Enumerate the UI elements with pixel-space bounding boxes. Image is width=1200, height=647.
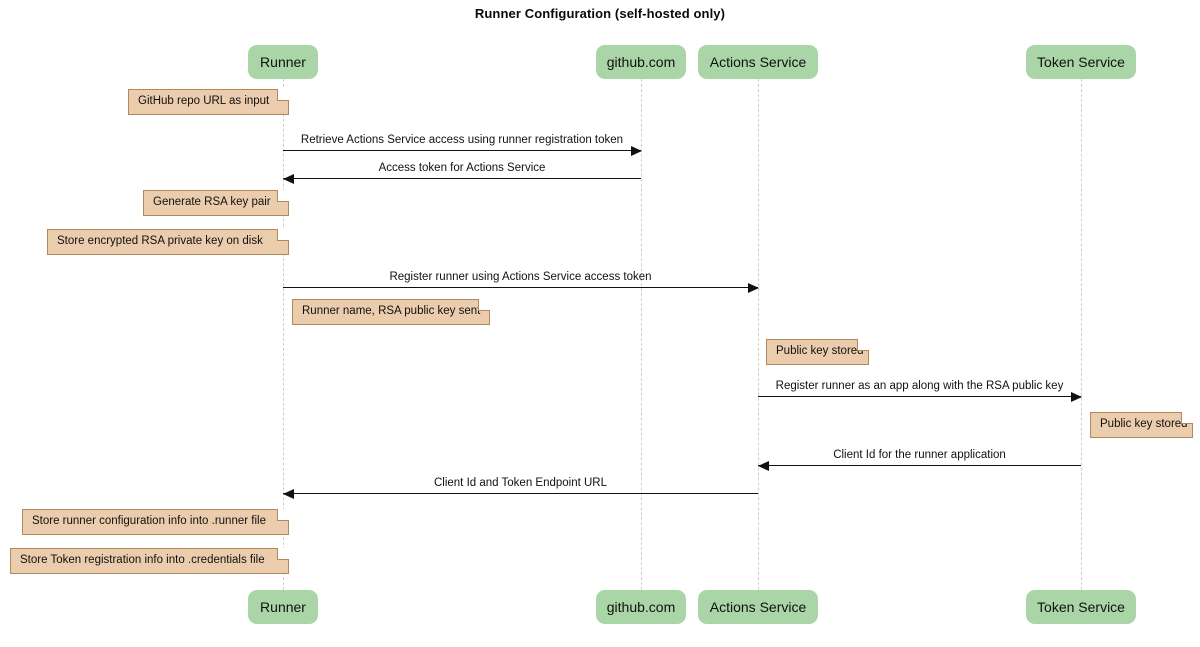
arrow-head-icon-msg-3 xyxy=(748,283,759,293)
note-label: Store encrypted RSA private key on disk xyxy=(57,235,263,247)
note-label: Generate RSA key pair xyxy=(153,196,271,208)
note-label: Store Token registration info into .cred… xyxy=(20,554,265,566)
message-line-msg-6 xyxy=(283,493,758,494)
participant-github-top[interactable]: github.com xyxy=(596,45,686,79)
participant-token-bottom[interactable]: Token Service xyxy=(1026,590,1136,624)
note-note-2: Generate RSA key pair xyxy=(143,190,289,216)
participant-label: Runner xyxy=(260,599,306,615)
note-label: Public key stored xyxy=(776,345,864,357)
page-title: Runner Configuration (self-hosted only) xyxy=(474,6,726,21)
participant-token-top[interactable]: Token Service xyxy=(1026,45,1136,79)
note-fold-corner-icon xyxy=(277,509,289,521)
note-label: Store runner configuration info into .ru… xyxy=(32,515,266,527)
message-line-msg-2 xyxy=(283,178,641,179)
message-label-msg-2: Access token for Actions Service xyxy=(378,162,546,174)
note-note-6: Public key stored xyxy=(1090,412,1193,438)
message-label-msg-4: Register runner as an app along with the… xyxy=(775,380,1064,392)
message-label-msg-5: Client Id for the runner application xyxy=(833,449,1006,461)
note-note-5: Public key stored xyxy=(766,339,869,365)
lifeline-github xyxy=(641,79,642,590)
note-fold-corner-icon xyxy=(478,299,490,311)
participant-label: Token Service xyxy=(1037,54,1125,70)
message-label-msg-3: Register runner using Actions Service ac… xyxy=(389,271,652,283)
arrow-head-icon-msg-6 xyxy=(283,489,294,499)
lifeline-actions xyxy=(758,79,759,590)
note-note-3: Store encrypted RSA private key on disk xyxy=(47,229,289,255)
note-fold-corner-icon xyxy=(277,89,289,101)
note-fold-corner-icon xyxy=(277,548,289,560)
note-note-4: Runner name, RSA public key sent xyxy=(292,299,490,325)
participant-actions-top[interactable]: Actions Service xyxy=(698,45,818,79)
note-fold-corner-icon xyxy=(857,339,869,351)
note-note-7: Store runner configuration info into .ru… xyxy=(22,509,289,535)
participant-github-bottom[interactable]: github.com xyxy=(596,590,686,624)
note-note-1: GitHub repo URL as input xyxy=(128,89,289,115)
note-fold-corner-icon xyxy=(1181,412,1193,424)
message-line-msg-4 xyxy=(758,396,1081,397)
participant-label: Actions Service xyxy=(709,54,807,70)
participant-actions-bottom[interactable]: Actions Service xyxy=(698,590,818,624)
note-label: GitHub repo URL as input xyxy=(138,95,270,107)
note-label: Runner name, RSA public key sent xyxy=(302,305,481,317)
note-fold-corner-icon xyxy=(277,229,289,241)
note-label: Public key stored xyxy=(1100,418,1188,430)
message-line-msg-3 xyxy=(283,287,758,288)
note-note-8: Store Token registration info into .cred… xyxy=(10,548,289,574)
message-label-msg-6: Client Id and Token Endpoint URL xyxy=(433,477,608,489)
message-line-msg-5 xyxy=(758,465,1081,466)
participant-label: Actions Service xyxy=(709,599,807,615)
message-label-msg-1: Retrieve Actions Service access using ru… xyxy=(300,134,624,146)
arrow-head-icon-msg-2 xyxy=(283,174,294,184)
participant-label: github.com xyxy=(606,54,676,70)
participant-label: Runner xyxy=(260,54,306,70)
arrow-head-icon-msg-1 xyxy=(631,146,642,156)
message-line-msg-1 xyxy=(283,150,641,151)
participant-runner-top[interactable]: Runner xyxy=(248,45,318,79)
participant-label: github.com xyxy=(606,599,676,615)
arrow-head-icon-msg-4 xyxy=(1071,392,1082,402)
lifeline-runner xyxy=(283,79,284,590)
arrow-head-icon-msg-5 xyxy=(758,461,769,471)
participant-label: Token Service xyxy=(1037,599,1125,615)
participant-runner-bottom[interactable]: Runner xyxy=(248,590,318,624)
note-fold-corner-icon xyxy=(277,190,289,202)
lifeline-token xyxy=(1081,79,1082,590)
